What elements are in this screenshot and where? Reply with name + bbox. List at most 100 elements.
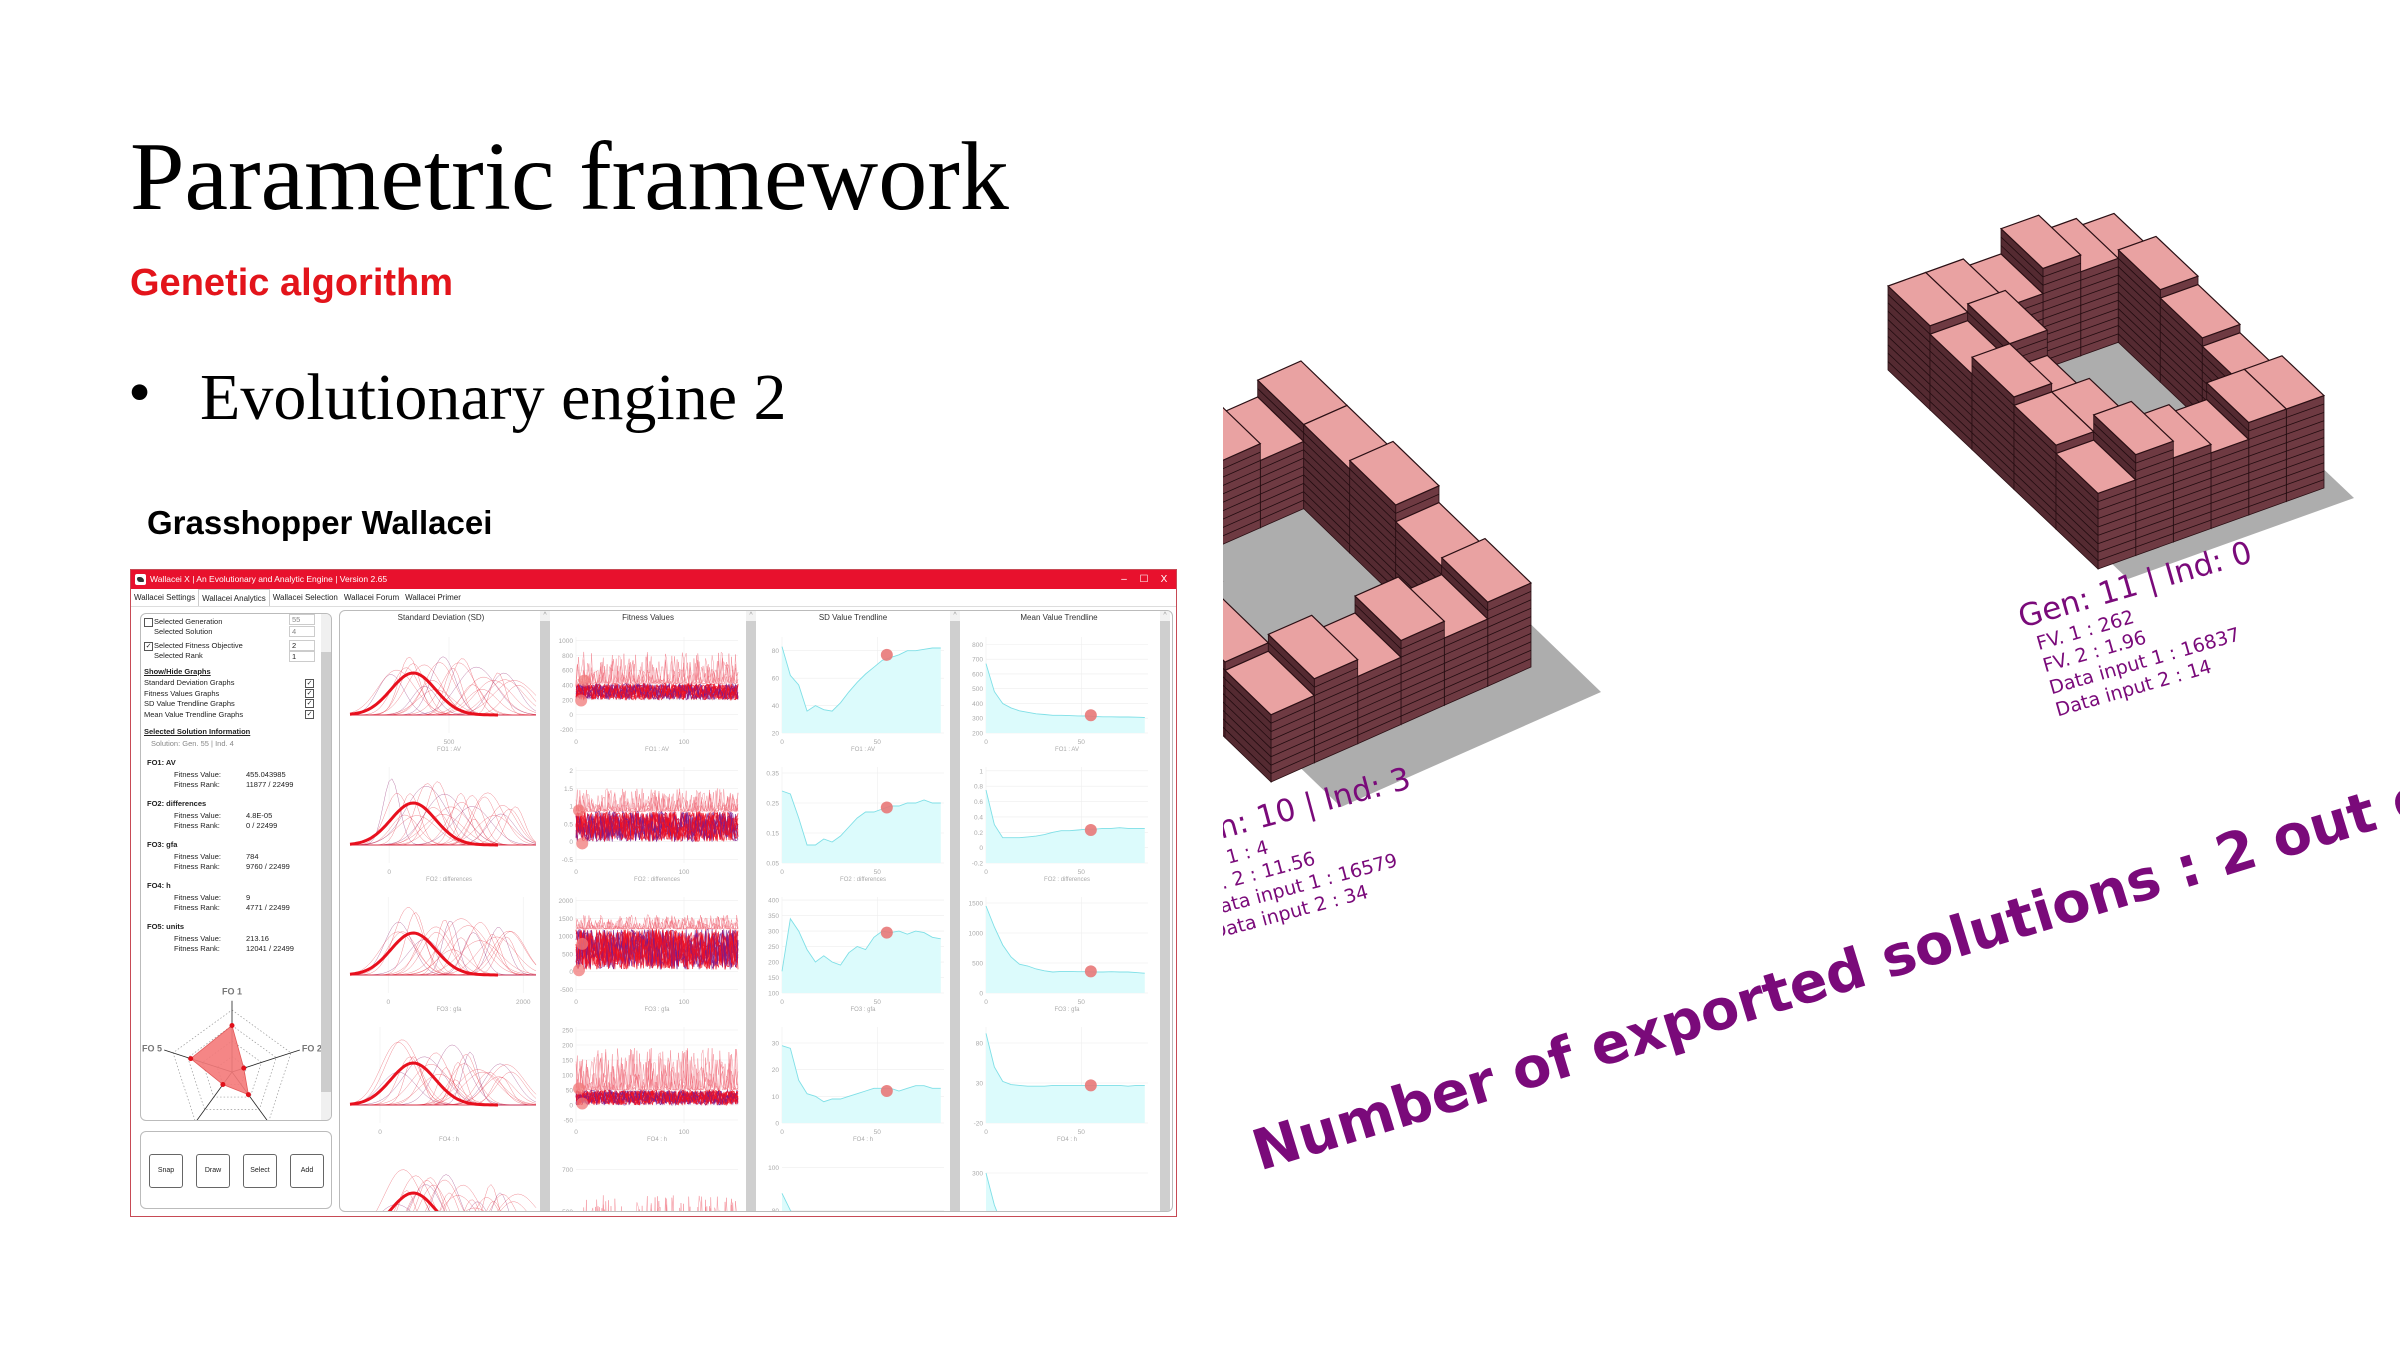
sd-curve <box>416 1184 451 1211</box>
floor-line <box>1400 696 1445 717</box>
selected-fitness-objective-input[interactable]: 2 <box>289 640 315 651</box>
floor-line <box>1929 367 1973 408</box>
toggle-sd-trend-graphs-checkbox[interactable]: ✓ <box>305 699 314 708</box>
floor-line <box>2042 271 2081 286</box>
floor-line <box>2173 469 2212 484</box>
floor-line <box>1128 505 1174 549</box>
floor-line <box>2210 447 2249 462</box>
floor-line <box>1223 510 1261 528</box>
floor-line <box>2013 438 2057 480</box>
building-top-face <box>1041 474 1130 538</box>
floor-line <box>2055 495 2099 536</box>
tab-bar: Wallacei Settings Wallacei Analytics Wal… <box>131 589 1176 607</box>
floor-line <box>1087 560 1130 579</box>
selected-rank-input[interactable]: 1 <box>289 651 315 662</box>
maximize-icon[interactable]: ☐ <box>1139 574 1149 585</box>
scroll-up-icon[interactable]: ^ <box>746 611 756 621</box>
selected-solution-marker <box>573 964 585 977</box>
floor-line <box>1929 384 1973 425</box>
floor-line <box>2055 486 2099 528</box>
building-side-face <box>1133 546 1176 649</box>
fitness-spike-line <box>575 915 739 930</box>
floor-line <box>1268 642 1315 688</box>
selected-generation-input[interactable]: 55 <box>289 614 315 625</box>
fitness-rank: 0 / 22499 <box>246 821 278 830</box>
tab-primer[interactable]: Wallacei Primer <box>405 593 461 602</box>
radar-label: FO 5 <box>142 1044 162 1054</box>
floor-line <box>1171 477 1217 521</box>
floor-line <box>1041 501 1087 545</box>
mean-column-scrollbar[interactable]: ^ <box>1160 611 1170 1211</box>
wallacei-logo-icon <box>135 574 146 585</box>
toggle-sd-graphs-checkbox[interactable]: ✓ <box>305 679 314 688</box>
left-panel-scroll-thumb[interactable] <box>321 652 331 1092</box>
draw-button[interactable]: Draw <box>196 1154 230 1188</box>
fitness-column-scrollbar[interactable]: ^ <box>746 611 756 1211</box>
snap-button[interactable]: Snap <box>149 1154 183 1188</box>
x-tick-label: 100 <box>679 1129 690 1136</box>
selected-solution-marker <box>575 694 588 707</box>
floor-line <box>1487 633 1532 653</box>
floor-line <box>1929 350 1973 392</box>
radar-point <box>188 1056 194 1062</box>
floor-line <box>1130 516 1173 535</box>
selected-solution-marker <box>578 674 591 687</box>
sd-column-scrollbar[interactable]: ^ <box>540 611 550 1211</box>
scroll-up-icon[interactable]: ^ <box>540 611 550 621</box>
floor-line <box>2286 437 2325 452</box>
tab-analytics[interactable]: Wallacei Analytics <box>198 589 270 606</box>
close-icon[interactable]: X <box>1160 574 1168 585</box>
floor-line <box>2118 316 2161 358</box>
sd-trend-column-scrollbar[interactable]: ^ <box>950 611 960 1211</box>
floor-line <box>1084 524 1130 568</box>
floor-line <box>1133 565 1179 609</box>
floor-line <box>1179 590 1222 609</box>
floor-line <box>1179 624 1222 643</box>
window-titlebar[interactable]: Wallacei X | An Evolutionary and Analyti… <box>131 570 1176 589</box>
x-tick-label: 100 <box>679 739 690 746</box>
y-tick-label: 250 <box>768 944 779 951</box>
floor-line <box>1887 319 1931 360</box>
scroll-up-icon[interactable]: ^ <box>950 611 960 621</box>
select-button[interactable]: Select <box>243 1154 277 1188</box>
x-tick-label: 50 <box>874 1129 882 1136</box>
floor-line <box>1130 549 1173 568</box>
sd-curve <box>500 1201 527 1211</box>
toggle-mean-trend-graphs-checkbox[interactable]: ✓ <box>305 710 314 719</box>
scroll-up-icon[interactable]: ^ <box>1160 611 1170 621</box>
sd-curve <box>425 1179 465 1211</box>
fitness-rank: 11877 / 22499 <box>246 780 294 789</box>
y-tick-label: 10 <box>772 1094 780 1101</box>
floor-line <box>2160 348 2203 389</box>
sd-main-curve <box>349 1061 498 1107</box>
floor-line <box>2013 480 2057 522</box>
tab-forum[interactable]: Wallacei Forum <box>343 593 400 602</box>
selected-generation-checkbox[interactable] <box>144 618 153 627</box>
fitness-spike-line <box>575 1048 739 1091</box>
sd-curve <box>497 1193 537 1211</box>
building-top-face <box>1128 435 1217 499</box>
building-top-face <box>1084 438 1173 502</box>
floor-line <box>1224 686 1272 732</box>
floor-line <box>1041 535 1087 579</box>
fitness-band-line <box>575 929 739 971</box>
minimize-icon[interactable]: – <box>1121 574 1127 585</box>
tab-settings[interactable]: Wallacei Settings <box>134 593 196 602</box>
floor-line <box>2055 478 2099 519</box>
tab-selection[interactable]: Wallacei Selection <box>272 593 338 602</box>
floor-line <box>1223 701 1226 705</box>
fitness-band-line <box>575 682 739 701</box>
floor-line <box>1133 554 1176 573</box>
selected-solution-input[interactable]: 4 <box>289 626 315 637</box>
fitness-rank-label: Fitness Rank: <box>174 903 220 912</box>
floor-line <box>2000 236 2044 278</box>
add-button[interactable]: Add <box>290 1154 324 1188</box>
toggle-fitness-graphs-checkbox[interactable]: ✓ <box>305 689 314 698</box>
selected-fitness-objective-checkbox[interactable]: ✓ <box>144 642 153 651</box>
floor-line <box>2013 447 2057 488</box>
